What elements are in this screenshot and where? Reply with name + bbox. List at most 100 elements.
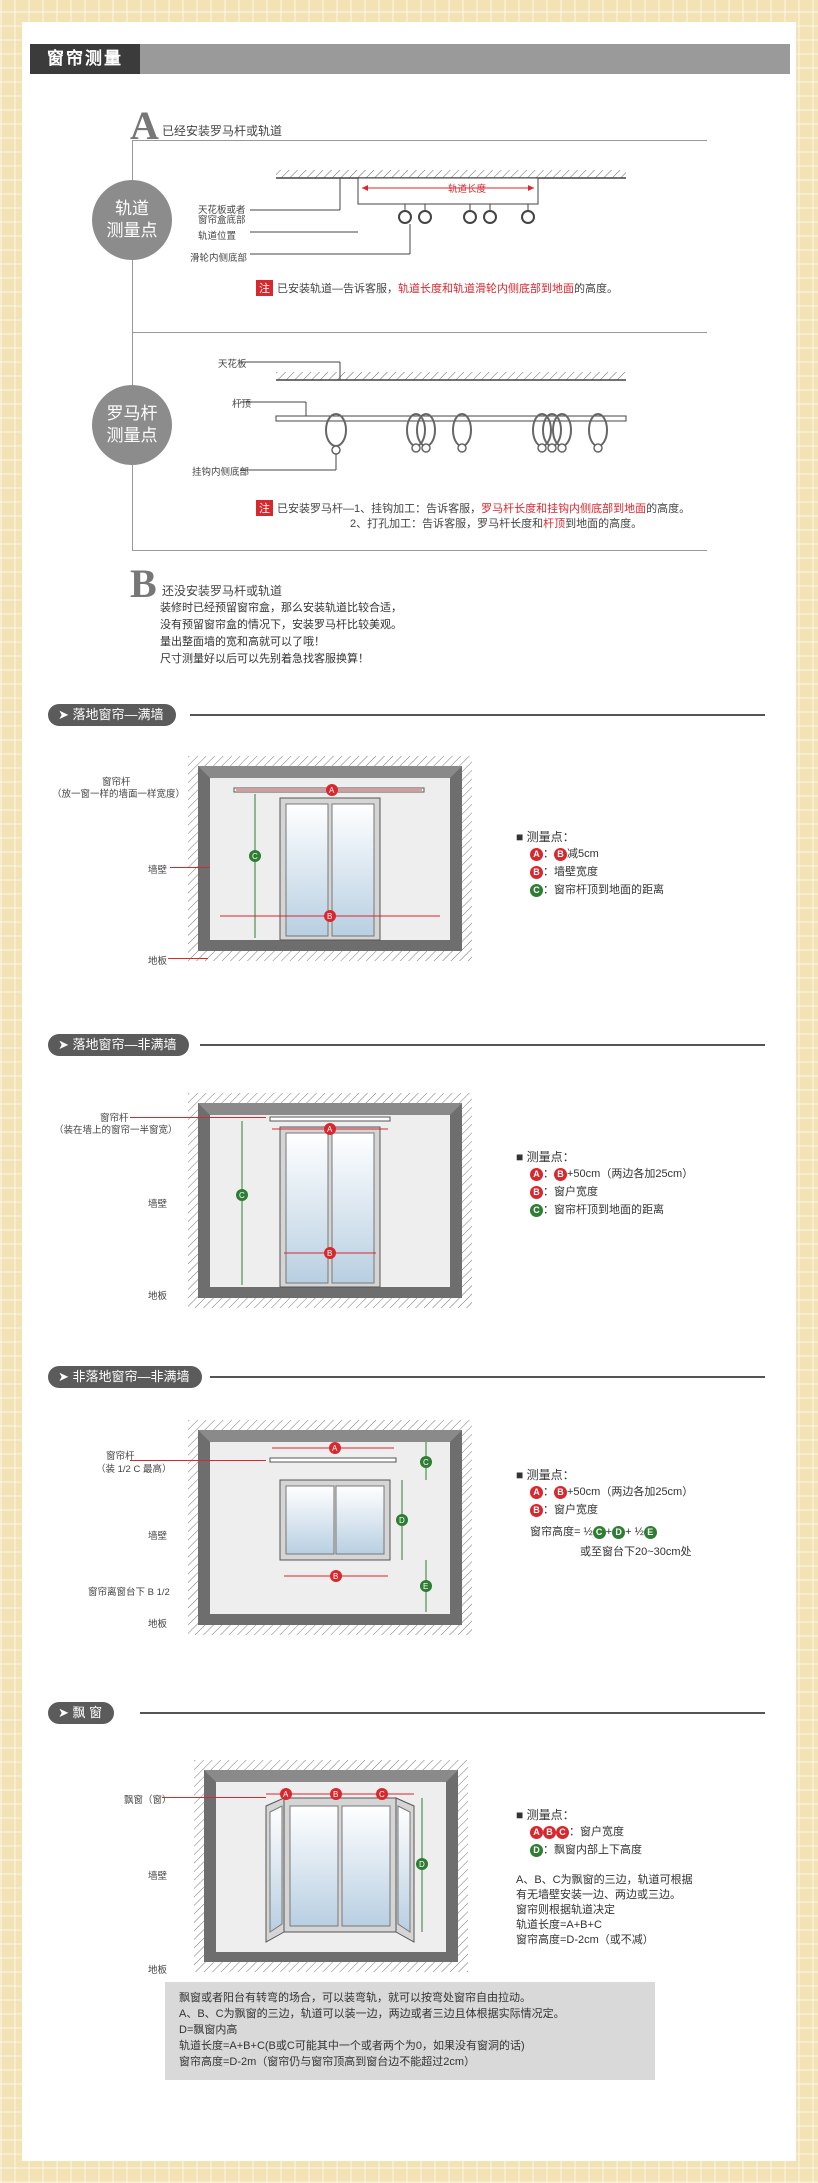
badge-c: C <box>530 1204 543 1217</box>
panel2-diagram: A C B <box>188 1093 472 1308</box>
svg-text:C: C <box>423 1458 429 1467</box>
bottom-note-line: 轨道长度=A+B+C(B或C可能其中一个或者两个为0，如果没有窗洞的话) <box>179 2040 525 2052</box>
note-text: 已安装罗马杆—1、挂钩加工：告诉客服， <box>277 503 482 515</box>
badge-d: D <box>530 1844 543 1857</box>
label-rod: 窗帘杆 <box>102 777 131 788</box>
point-text: ：飘窗内部上下高度 <box>543 1844 642 1856</box>
label-rod-ceiling: 天花板 <box>218 359 247 370</box>
section-pill: ➤ 飘 窗 <box>48 1702 115 1724</box>
height-tail: 或至窗台下20~30cm处 <box>580 1546 692 1558</box>
label-track-pos: 轨道位置 <box>198 231 237 242</box>
note-highlight: 轨道长度和轨道滑轮内侧底部到地面 <box>398 283 574 295</box>
circle-line: 测量点 <box>106 426 158 445</box>
point-item: C：窗帘杆顶到地面的距离 <box>530 1202 664 1219</box>
section-pill: ➤ 非落地窗帘—非满墙 <box>48 1366 202 1388</box>
section-a-heading: 已经安装罗马杆或轨道 <box>162 124 283 138</box>
point-text: ：窗户宽度 <box>543 1186 598 1198</box>
section-b-line: 尺寸测量好以后可以先别着急找客服换算！ <box>160 653 369 665</box>
section-b-heading: 还没安装罗马杆或轨道 <box>162 584 283 598</box>
points-title-text: 测量点： <box>526 1808 575 1822</box>
label-wall: 墙壁 <box>148 1531 168 1542</box>
track-note: 注已安装轨道—告诉客服，轨道长度和轨道滑轮内侧底部到地面的高度。 <box>256 280 618 296</box>
svg-text:A: A <box>283 1790 289 1799</box>
label-rod-note: （装 1/2 C 最高） <box>96 1464 172 1475</box>
circle-line: 罗马杆 <box>106 404 158 423</box>
section-b-line: 装修时已经预留窗帘盒，那么安装轨道比较合适， <box>160 602 402 614</box>
section-line <box>140 1712 765 1714</box>
panel4-note: 窗帘则根据轨道决定 <box>516 1904 615 1916</box>
points-title-text: 测量点： <box>526 830 575 844</box>
bottom-notes-box: 飘窗或者阳台有转弯的场合，可以装弯轨，就可以按弯处窗帘自由拉动。 A、B、C为飘… <box>165 1982 655 2080</box>
divider <box>132 332 707 333</box>
label-floor: 地板 <box>148 1291 168 1302</box>
bottom-note-line: 窗帘高度=D-2m（窗帘仍与窗帘顶高到窗台边不能超过2cm） <box>179 2056 476 2068</box>
divider <box>132 140 707 141</box>
rod-note-1: 注已安装罗马杆—1、挂钩加工：告诉客服，罗马杆长度和挂钩内侧底部到地面的高度。 <box>256 500 690 516</box>
point-text: 减5cm <box>567 848 599 860</box>
svg-text:D: D <box>399 1516 405 1525</box>
note-text: 的高度。 <box>646 503 691 515</box>
label-wheel: 滑轮内侧底部 <box>190 253 248 264</box>
pointer-line <box>130 1460 266 1461</box>
note-highlight: 杆顶 <box>543 518 566 530</box>
badge-a: A <box>530 1826 543 1839</box>
pointer-line <box>130 1117 266 1118</box>
points-title: ■ 测量点： <box>516 1150 575 1164</box>
label-wall: 墙壁 <box>148 1199 168 1210</box>
badge-c: C <box>556 1826 569 1839</box>
note-text: 2、打孔加工：告诉客服，罗马杆长度和 <box>350 518 544 530</box>
note-text: 已安装轨道—告诉客服， <box>277 283 398 295</box>
svg-text:C: C <box>239 1191 245 1200</box>
note-tag: 注 <box>256 280 273 296</box>
rod-diagram <box>240 361 627 471</box>
label-ceiling: 天花板或者 <box>198 205 246 216</box>
pointer-line <box>170 867 210 868</box>
badge-a: A <box>530 848 543 861</box>
track-measure-circle: 轨道 测量点 <box>92 180 172 260</box>
section-b-line: 没有预留窗帘盒的情况下，安装罗马杆比较美观。 <box>160 619 402 631</box>
label-wall: 墙壁 <box>148 1871 168 1882</box>
label-rod-note: （装在墙上的窗帘一半窗宽） <box>54 1125 178 1136</box>
svg-text:D: D <box>419 1860 425 1869</box>
point-text: ：窗户宽度 <box>543 1504 598 1516</box>
point-item: A：B+50cm（两边各加25cm） <box>530 1484 693 1501</box>
label-track-length: 轨道长度 <box>448 184 487 195</box>
svg-text:E: E <box>423 1582 428 1591</box>
point-item: B：窗户宽度 <box>530 1184 598 1201</box>
point-text: ： <box>543 1168 554 1180</box>
badge-d: D <box>612 1526 626 1539</box>
label-floor: 地板 <box>148 1619 168 1630</box>
note-text: 的高度。 <box>574 283 618 295</box>
panel4-note: A、B、C为飘窗的三边，轨道可根据 <box>516 1874 693 1886</box>
label-rod: 窗帘杆 <box>106 1451 135 1462</box>
label-floor: 地板 <box>148 1965 168 1976</box>
point-item: C：窗帘杆顶到地面的距离 <box>530 882 664 899</box>
panel3-diagram: A B C D E <box>188 1420 472 1635</box>
panel4-note: 窗帘高度=D-2cm（或不减） <box>516 1934 654 1946</box>
label-ring-bottom: 挂钩内侧底部 <box>192 467 250 478</box>
points-title: ■ 测量点： <box>516 1468 575 1482</box>
svg-text:C: C <box>379 1790 385 1799</box>
label-floor: 地板 <box>148 956 168 967</box>
point-text: ：窗帘杆顶到地面的距离 <box>543 1204 664 1216</box>
point-text: ： <box>543 1486 554 1498</box>
point-text: ：窗户宽度 <box>569 1826 624 1838</box>
point-text: ： <box>543 848 554 860</box>
badge-c: C <box>592 1526 606 1539</box>
svg-text:B: B <box>327 1249 332 1258</box>
panel4-note: 有无墙壁安装一边、两边或三边。 <box>516 1889 681 1901</box>
note-highlight: 罗马杆长度和挂钩内侧底部到地面 <box>481 503 647 515</box>
label-rod-top: 杆顶 <box>232 399 252 410</box>
point-item: B：窗户宽度 <box>530 1502 598 1519</box>
section-line <box>210 1376 765 1378</box>
panel4-note: 轨道长度=A+B+C <box>516 1919 602 1931</box>
section-a-letter: A <box>130 103 159 148</box>
badge-a: A <box>530 1168 543 1181</box>
section-pill: ➤ 落地窗帘—满墙 <box>48 704 176 726</box>
label-rod-note: （放一窗一样的墙面一样宽度） <box>52 789 186 800</box>
label-rod: 窗帘杆 <box>100 1113 129 1124</box>
svg-text:A: A <box>327 1125 333 1134</box>
